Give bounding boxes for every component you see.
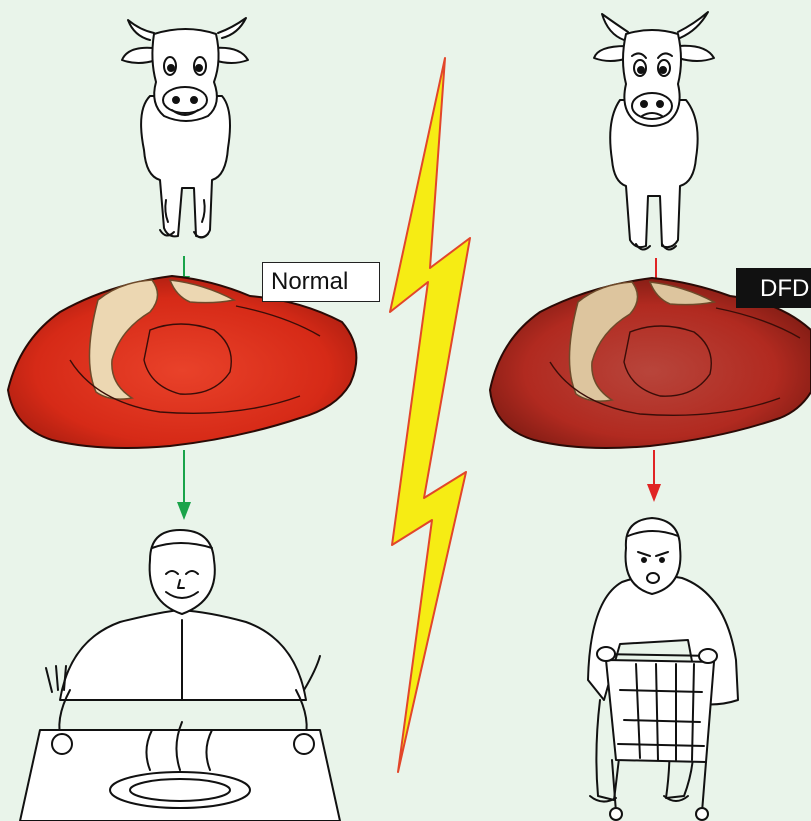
- dfd-arrow-bottom: [647, 450, 661, 502]
- normal-arrow-bottom: [177, 450, 191, 520]
- sad-cow-icon: [594, 12, 714, 250]
- happy-diner-icon: [20, 530, 340, 821]
- normal-label: Normal: [262, 262, 380, 302]
- frowning-shopper-icon: [588, 518, 738, 820]
- dfd-label: DFD: [736, 268, 811, 308]
- lightning-bolt-divider: [390, 58, 470, 772]
- happy-cow-icon: [122, 18, 248, 238]
